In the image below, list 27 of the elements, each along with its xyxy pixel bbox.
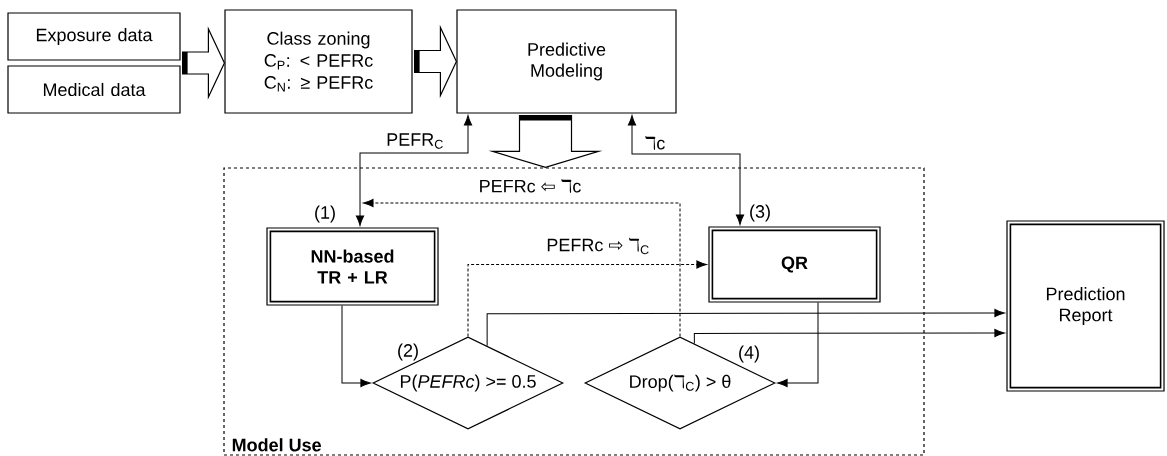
model-box: QR [708, 226, 881, 303]
arrow [341, 305, 371, 388]
arrow [355, 115, 473, 226]
arrow [486, 308, 1005, 347]
arrow [777, 302, 819, 388]
edge-label: PEFRc ⇦ ℸc [477, 178, 583, 194]
input-box: Exposure data [7, 12, 181, 61]
output-box: Prediction Report [1006, 220, 1165, 392]
arrow [627, 115, 745, 225]
edge-label: ℸc [643, 135, 667, 151]
process-box: Predictive Modeling [456, 9, 677, 114]
model-box: NN-based TR + LR [266, 227, 439, 306]
step-number: (2) [398, 343, 418, 361]
edge-label: PEFR$_{C}$ [385, 132, 445, 150]
group-title: Model Use [232, 438, 321, 452]
step-number: (1) [315, 205, 335, 223]
arrow [693, 328, 1005, 344]
dashed-arrow [467, 260, 707, 337]
block-arrow [414, 24, 458, 99]
block-arrow [488, 115, 603, 169]
step-number: (3) [750, 204, 770, 222]
edge-label: PEFRc ⇨ ℸ$_{C}$ [545, 236, 651, 256]
input-box: Medical data [7, 65, 181, 114]
process-box: Class zoning C$_{P}$: < PEFRc C$_{N}$: ≥ PEFRc [224, 9, 413, 114]
dashed-arrow [363, 198, 681, 337]
block-arrow [182, 26, 226, 100]
step-number: (4) [739, 345, 759, 363]
